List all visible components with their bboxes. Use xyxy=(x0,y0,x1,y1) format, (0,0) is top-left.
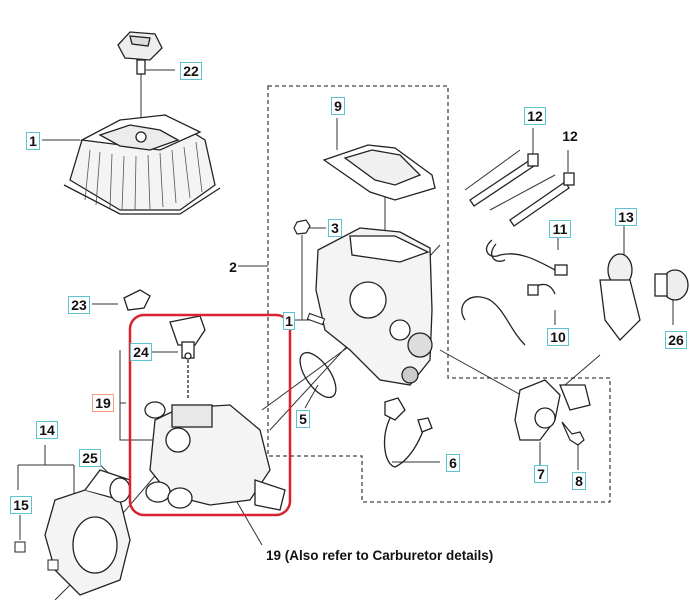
callout-13[interactable]: 13 xyxy=(615,208,637,226)
callout-2[interactable]: 2 xyxy=(229,259,237,275)
gasket xyxy=(306,312,326,326)
callout-24[interactable]: 24 xyxy=(130,343,152,361)
guide-line xyxy=(439,349,531,401)
callout-1[interactable]: 1 xyxy=(26,132,40,150)
carburetor-highlight-box xyxy=(128,313,292,517)
screw xyxy=(561,421,585,446)
filter-knob xyxy=(117,31,163,75)
callout-26[interactable]: 26 xyxy=(665,331,687,349)
callout-23[interactable]: 23 xyxy=(68,296,90,314)
bracket xyxy=(514,379,591,441)
hose-11 xyxy=(461,239,568,346)
wire-harness xyxy=(383,397,433,468)
bolt-12b xyxy=(509,172,575,227)
guide-line xyxy=(489,174,556,211)
clip-15b xyxy=(47,559,59,571)
leader-19 xyxy=(119,350,160,441)
seal-ring xyxy=(299,351,337,399)
carburetor-caption: 19 (Also refer to Carburetor details) xyxy=(266,548,494,563)
connector-23 xyxy=(123,289,151,311)
carburetor xyxy=(144,401,286,511)
callout-14[interactable]: 14 xyxy=(36,421,58,439)
primer-housing xyxy=(599,253,641,341)
sleeve-25 xyxy=(109,477,131,503)
callout-12a[interactable]: 12 xyxy=(524,107,546,125)
callout-7[interactable]: 7 xyxy=(534,465,548,483)
carburetor-housing xyxy=(315,227,433,386)
callout-3[interactable]: 3 xyxy=(328,219,342,237)
leader-14 xyxy=(17,445,75,495)
callout-9[interactable]: 9 xyxy=(331,97,345,115)
primer-bulb xyxy=(654,269,689,301)
assembly-boundary xyxy=(267,85,611,503)
guide-line xyxy=(464,149,521,191)
callout-11[interactable]: 11 xyxy=(549,220,571,238)
filter-cover-frame xyxy=(322,144,436,201)
air-filter xyxy=(63,114,221,215)
callout-22[interactable]: 22 xyxy=(180,62,202,80)
callout-10[interactable]: 10 xyxy=(547,328,569,346)
callout-12b[interactable]: 12 xyxy=(562,128,578,144)
guide-line xyxy=(564,354,601,386)
callout-6[interactable]: 6 xyxy=(446,454,460,472)
nut xyxy=(293,219,311,235)
intake-manifold xyxy=(44,469,131,596)
callout-1b[interactable]: 1 xyxy=(283,312,295,330)
hose-10 xyxy=(527,283,556,296)
callout-5[interactable]: 5 xyxy=(296,410,310,428)
bolt-12a xyxy=(469,153,539,207)
callout-25[interactable]: 25 xyxy=(79,449,101,467)
callout-8[interactable]: 8 xyxy=(572,472,586,490)
guide-line xyxy=(261,341,356,411)
callout-19[interactable]: 19 xyxy=(92,394,114,412)
callout-15[interactable]: 15 xyxy=(10,496,32,514)
sensor-24 xyxy=(169,315,206,400)
clip-15 xyxy=(14,541,26,553)
leader-5 xyxy=(304,384,319,409)
